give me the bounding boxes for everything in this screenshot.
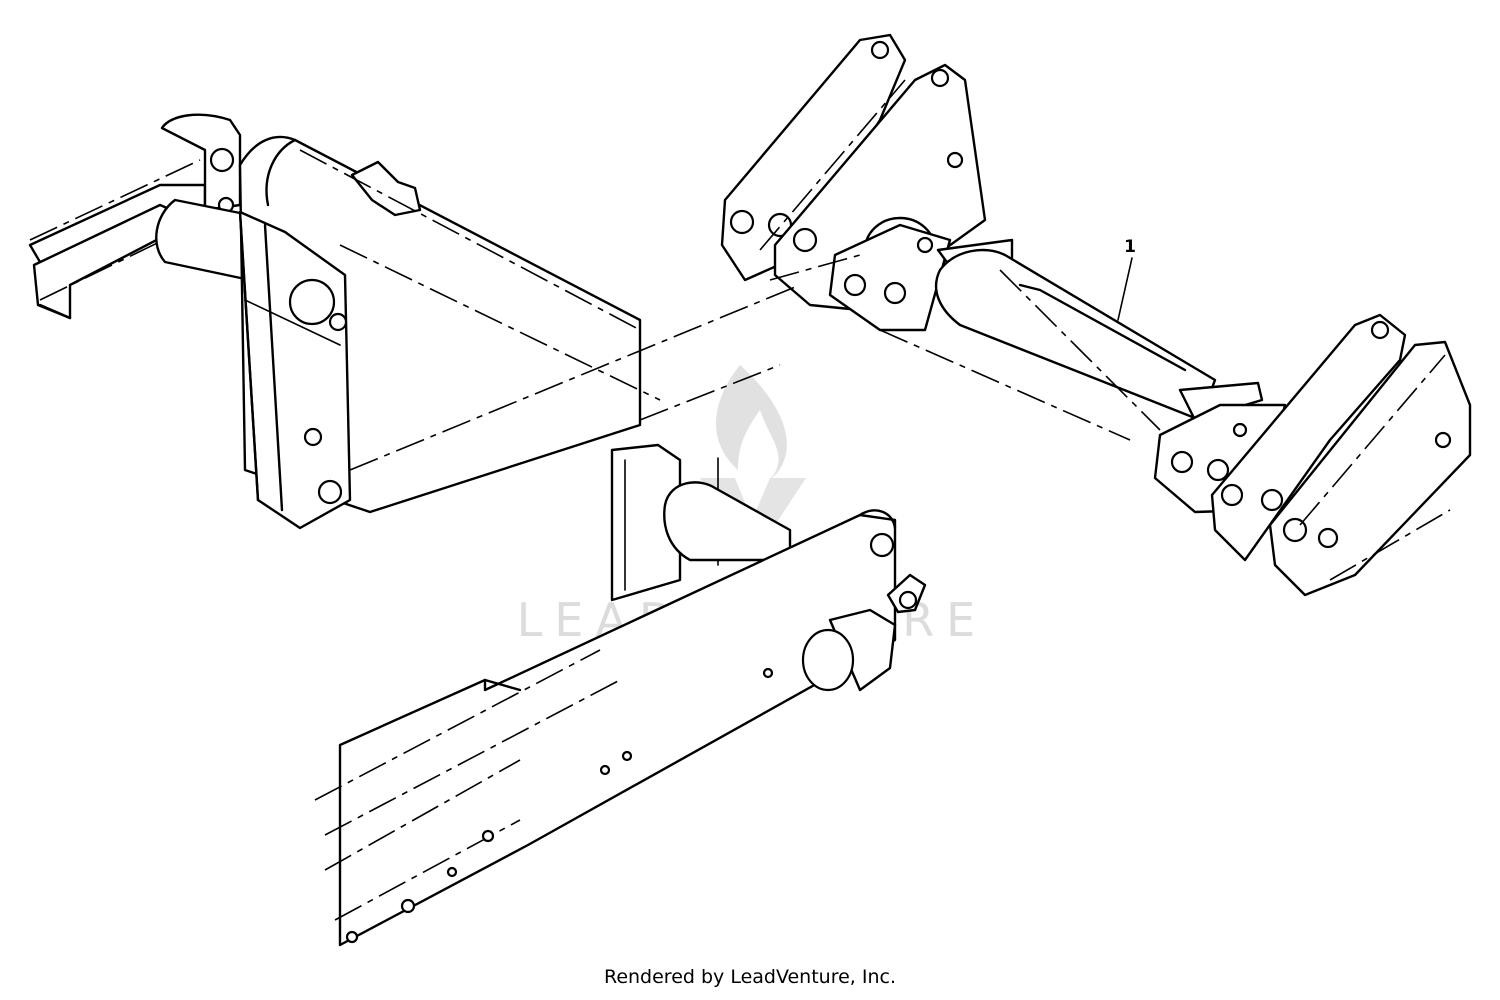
footer-credit: Rendered by LeadVenture, Inc. (603, 966, 897, 988)
assembly-center-lines (299, 149, 1451, 581)
left-frame-assembly (28, 113, 642, 530)
callout-1[interactable]: 1 (1117, 237, 1136, 321)
part-1-axle-assembly (720, 33, 1472, 597)
callout-1-leader (1117, 257, 1133, 321)
watermark-flame-icon (716, 365, 787, 480)
callout-1-label[interactable]: 1 (1124, 237, 1136, 257)
center-frame-member (314, 443, 927, 947)
